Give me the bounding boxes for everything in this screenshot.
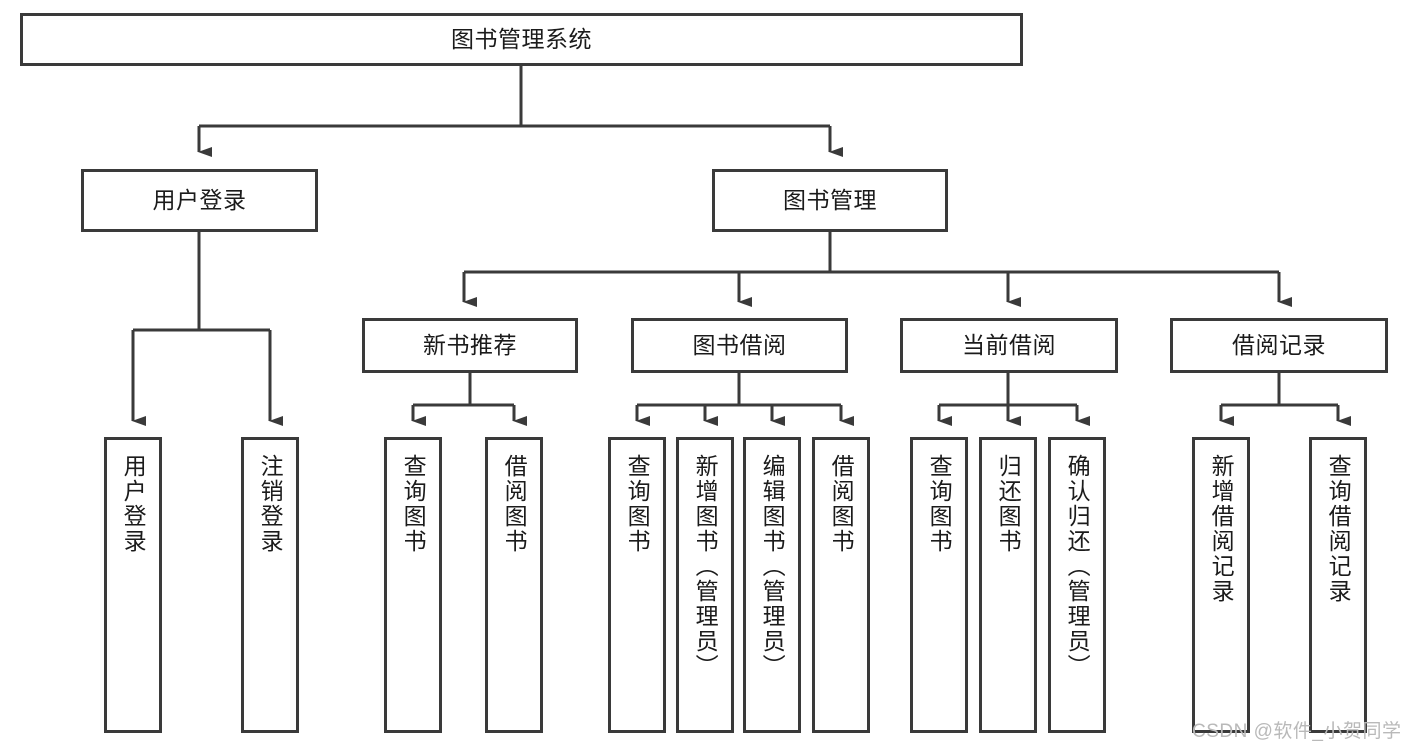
node-leaf-9-label: 查询图书 <box>926 454 953 554</box>
node-leaf-2-label: 注销登录 <box>257 454 284 554</box>
node-book-manage-label: 图书管理 <box>783 187 877 214</box>
node-leaf-5-label: 查询图书 <box>624 454 651 554</box>
node-user-login-label: 用户登录 <box>152 187 247 214</box>
node-root-label: 图书管理系统 <box>451 26 592 53</box>
node-leaf-9[interactable]: 查询图书 <box>910 437 968 733</box>
node-book-borrow[interactable]: 图书借阅 <box>631 318 848 373</box>
node-current-borrow[interactable]: 当前借阅 <box>900 318 1118 373</box>
node-borrow-record-label: 借阅记录 <box>1232 332 1326 359</box>
node-leaf-2[interactable]: 注销登录 <box>241 437 299 733</box>
node-leaf-11[interactable]: 确认归还（管理员） <box>1048 437 1106 733</box>
csdn-watermark: CSDN @软件_小贺同学 <box>1192 721 1402 742</box>
node-leaf-3-label: 查询图书 <box>400 454 427 554</box>
node-new-book-rec[interactable]: 新书推荐 <box>362 318 578 373</box>
node-root[interactable]: 图书管理系统 <box>20 13 1023 66</box>
node-leaf-12[interactable]: 新增借阅记录 <box>1192 437 1250 733</box>
node-new-book-rec-label: 新书推荐 <box>423 332 517 359</box>
node-leaf-1-label: 用户登录 <box>120 454 147 554</box>
node-leaf-8[interactable]: 借阅图书 <box>812 437 870 733</box>
node-borrow-record[interactable]: 借阅记录 <box>1170 318 1388 373</box>
node-leaf-1[interactable]: 用户登录 <box>104 437 162 733</box>
node-leaf-7[interactable]: 编辑图书（管理员） <box>743 437 801 733</box>
node-leaf-10[interactable]: 归还图书 <box>979 437 1037 733</box>
node-leaf-13-label: 查询借阅记录 <box>1325 454 1352 604</box>
node-user-login[interactable]: 用户登录 <box>81 169 318 232</box>
node-leaf-13[interactable]: 查询借阅记录 <box>1309 437 1367 733</box>
node-leaf-8-label: 借阅图书 <box>828 454 855 554</box>
node-leaf-4-label: 借阅图书 <box>501 454 528 554</box>
node-book-borrow-label: 图书借阅 <box>692 332 787 359</box>
node-leaf-10-label: 归还图书 <box>995 454 1022 554</box>
node-leaf-6-label: 新增图书（管理员） <box>692 454 719 679</box>
node-leaf-4[interactable]: 借阅图书 <box>485 437 543 733</box>
node-leaf-3[interactable]: 查询图书 <box>384 437 442 733</box>
node-leaf-12-label: 新增借阅记录 <box>1208 454 1235 604</box>
node-leaf-7-label: 编辑图书（管理员） <box>759 454 786 679</box>
node-leaf-11-label: 确认归还（管理员） <box>1064 454 1091 679</box>
node-current-borrow-label: 当前借阅 <box>962 332 1056 359</box>
node-book-manage[interactable]: 图书管理 <box>712 169 948 232</box>
node-leaf-6[interactable]: 新增图书（管理员） <box>676 437 734 733</box>
node-leaf-5[interactable]: 查询图书 <box>608 437 666 733</box>
